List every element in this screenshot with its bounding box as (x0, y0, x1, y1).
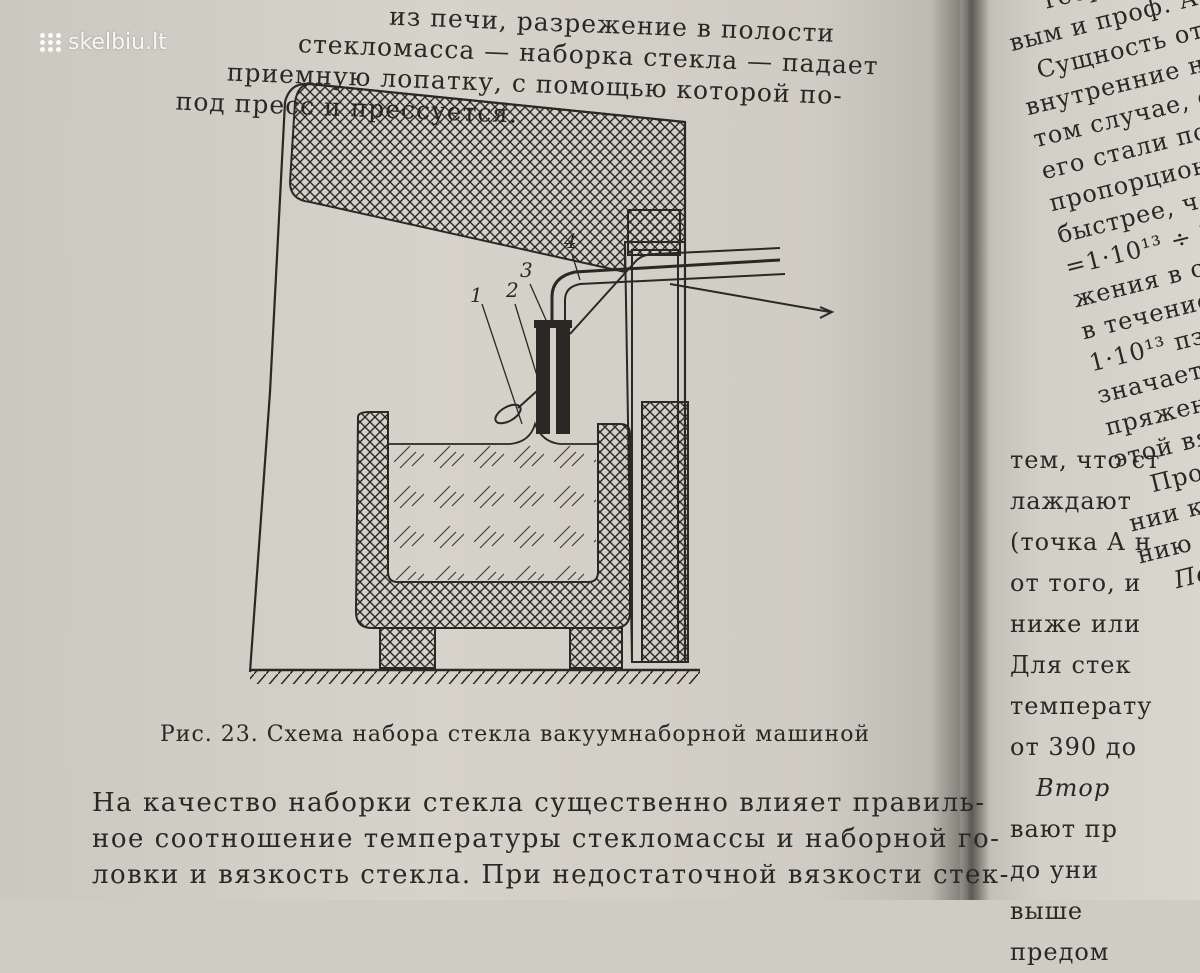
vacuum-machine-diagram: 1 2 3 4 (248, 82, 835, 684)
watermark-text: skelbiu.lt (68, 30, 167, 55)
right-line: (точка А н (1010, 528, 1152, 556)
book-gutter (930, 0, 990, 900)
right-page-lower-text: тем, что ст лаждают (точка А н от того, … (1010, 440, 1200, 973)
right-line: от того, и (1010, 569, 1142, 597)
right-line: температу (1010, 692, 1153, 720)
right-line: предом (1010, 938, 1110, 966)
body-line: ное соотношение температуры стекломассы … (92, 824, 1001, 854)
right-line: лаждают (1010, 487, 1132, 515)
figure-23: 1 2 3 4 (230, 72, 850, 716)
right-line: тем, что ст (1010, 446, 1161, 474)
right-line: Для стек (1010, 651, 1132, 679)
body-line: ловки и вязкость стекла. При недостаточн… (92, 860, 1010, 890)
right-line: ниже или (1010, 610, 1142, 638)
label-3: 3 (520, 258, 533, 282)
right-line: от 390 до (1010, 733, 1138, 761)
figure-caption: Рис. 23. Схема набора стекла вакуумнабор… (160, 722, 871, 747)
body-paragraph: На качество наборки стекла существенно в… (92, 785, 1032, 893)
label-4: 4 (563, 229, 577, 253)
body-line: На качество наборки стекла существенно в… (92, 788, 986, 818)
right-line: Втор (1036, 774, 1111, 802)
label-1: 1 (470, 283, 483, 307)
right-page (968, 0, 1200, 900)
right-line: вают пр (1010, 815, 1118, 843)
label-2: 2 (505, 278, 519, 302)
right-line: до уни (1010, 856, 1099, 884)
right-line: выше (1010, 897, 1084, 925)
grid-dots-icon (40, 33, 62, 52)
watermark: skelbiu.lt (40, 30, 167, 55)
